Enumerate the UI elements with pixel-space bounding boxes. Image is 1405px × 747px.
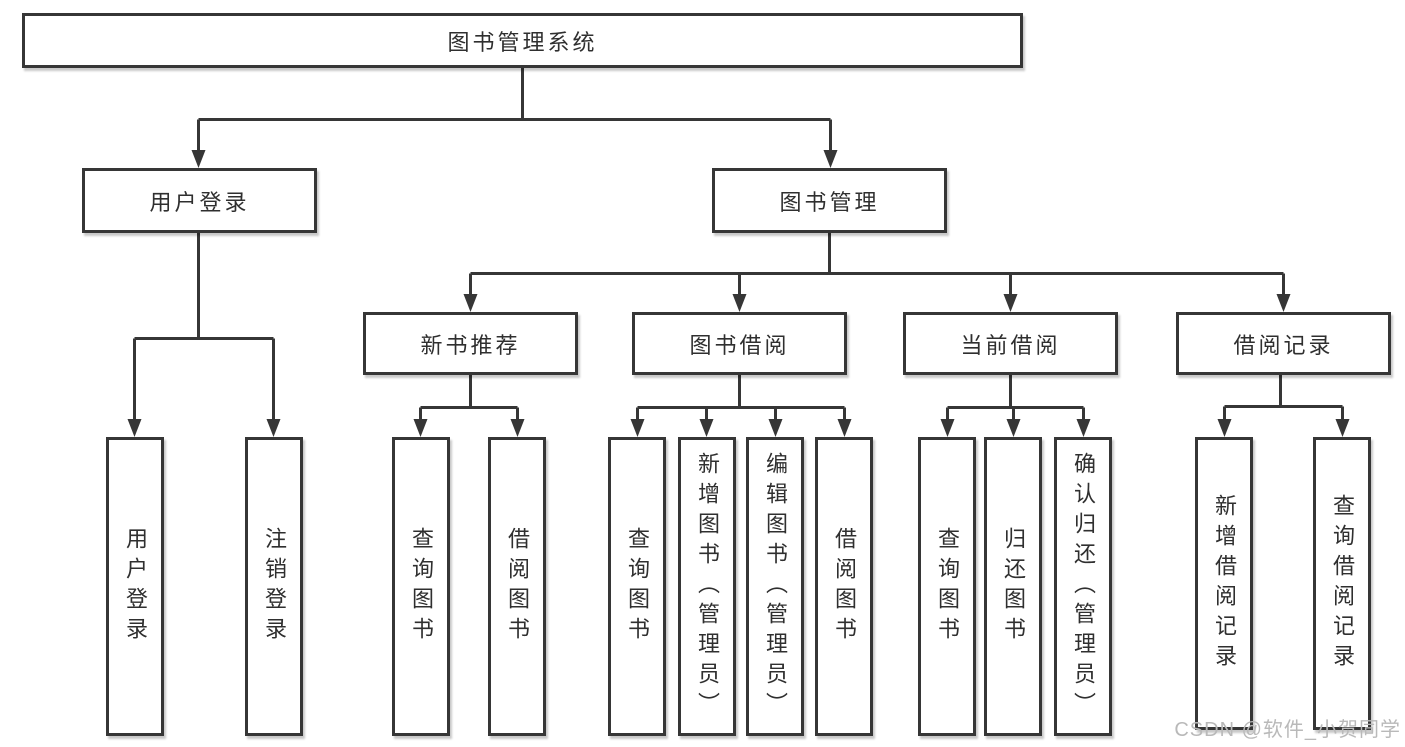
node-book-borrowing: 图书借阅: [632, 312, 847, 375]
node-library-system: 图书管理系统: [22, 13, 1023, 68]
leaf-borrow-books-recommend: 借阅图书: [488, 437, 546, 736]
leaf-borrow-books-borrow-label: 借阅图书: [832, 526, 857, 647]
leaf-query-books-current: 查询图书: [918, 437, 976, 736]
leaf-query-books-recommend-label: 查询图书: [409, 526, 434, 647]
node-new-book-recommendation: 新书推荐: [363, 312, 578, 375]
node-borrowing-records: 借阅记录: [1176, 312, 1391, 375]
leaf-logout: 注销登录: [245, 437, 303, 736]
node-library-system-label: 图书管理系统: [447, 29, 598, 55]
leaf-add-book-admin: 新增图书（管理员）: [678, 437, 736, 736]
leaf-confirm-return-admin: 确认归还（管理员）: [1054, 437, 1112, 736]
leaf-return-books-label: 归还图书: [1001, 526, 1026, 647]
leaf-add-borrow-record: 新增借阅记录: [1195, 437, 1253, 730]
leaf-query-books-recommend: 查询图书: [392, 437, 450, 736]
leaf-edit-book-admin: 编辑图书（管理员）: [746, 437, 804, 736]
leaf-add-book-admin-label: 新增图书（管理员）: [695, 451, 720, 722]
leaf-add-borrow-record-label: 新增借阅记录: [1212, 493, 1237, 674]
leaf-query-books-current-label: 查询图书: [935, 526, 960, 647]
leaf-user-login: 用户登录: [106, 437, 164, 736]
watermark: CSDN @软件_小贺同学: [1174, 719, 1401, 741]
leaf-confirm-return-admin-label: 确认归还（管理员）: [1071, 451, 1096, 722]
node-borrowing-records-label: 借阅记录: [1233, 332, 1334, 358]
node-current-borrowing-label: 当前借阅: [960, 332, 1061, 358]
leaf-query-borrow-record-label: 查询借阅记录: [1330, 493, 1355, 674]
node-book-management-label: 图书管理: [779, 189, 880, 215]
leaf-borrow-books-recommend-label: 借阅图书: [505, 526, 530, 647]
leaf-query-borrow-record: 查询借阅记录: [1313, 437, 1371, 730]
node-book-management: 图书管理: [712, 168, 947, 233]
node-new-book-recommendation-label: 新书推荐: [420, 332, 521, 358]
node-user-login: 用户登录: [82, 168, 317, 233]
node-user-login-label: 用户登录: [149, 189, 250, 215]
leaf-edit-book-admin-label: 编辑图书（管理员）: [763, 451, 788, 722]
leaf-borrow-books-borrow: 借阅图书: [815, 437, 873, 736]
leaf-user-login-label: 用户登录: [123, 526, 148, 647]
leaf-logout-label: 注销登录: [262, 526, 287, 647]
leaf-query-books-borrow-label: 查询图书: [625, 526, 650, 647]
leaf-query-books-borrow: 查询图书: [608, 437, 666, 736]
node-current-borrowing: 当前借阅: [903, 312, 1118, 375]
node-book-borrowing-label: 图书借阅: [689, 332, 790, 358]
leaf-return-books: 归还图书: [984, 437, 1042, 736]
